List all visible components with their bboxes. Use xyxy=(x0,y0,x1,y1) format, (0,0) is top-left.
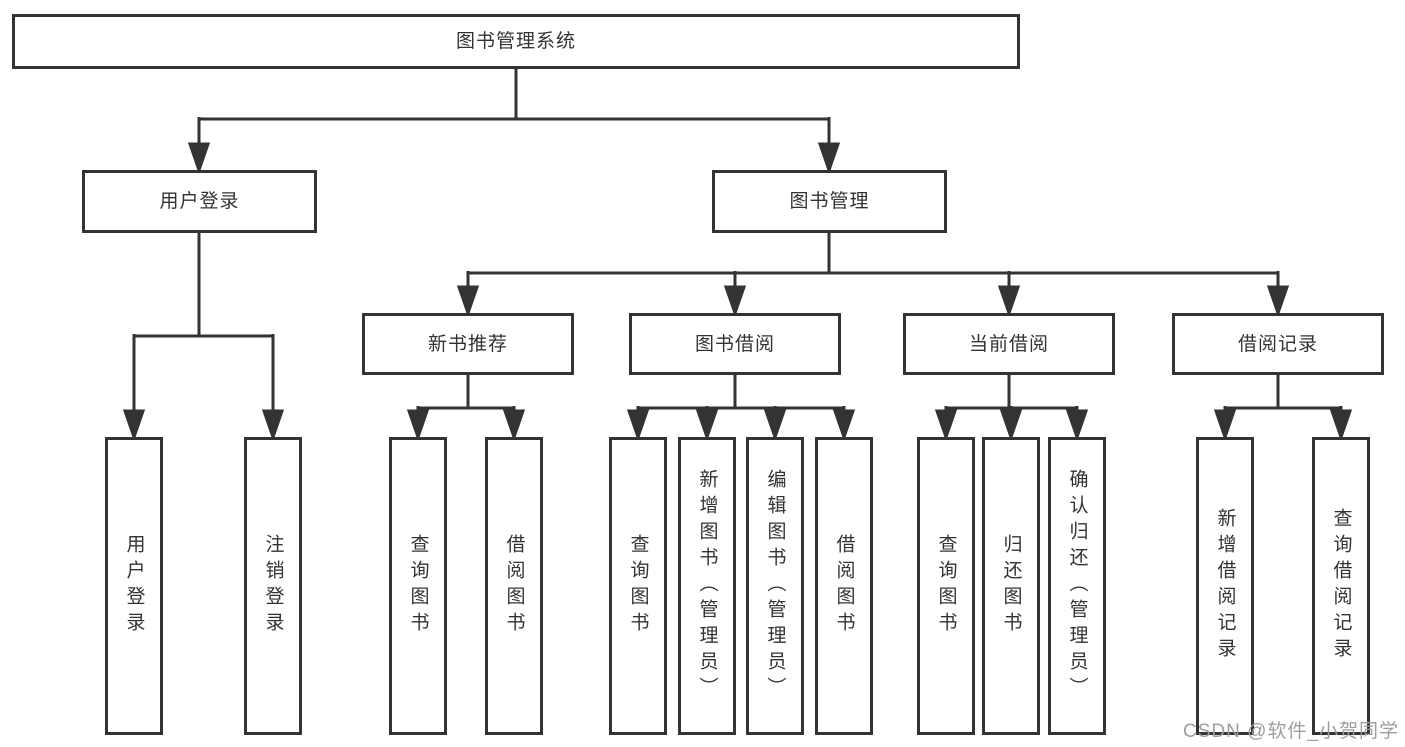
leaf-return-books: 归还图书 xyxy=(982,437,1040,735)
node-label: 借阅图书 xyxy=(503,534,525,638)
leaf-add-books-admin: 新增图书（管理员） xyxy=(678,437,736,735)
node-label: 确认归还（管理员） xyxy=(1066,469,1088,703)
node-label: 图书管理系统 xyxy=(455,31,576,52)
node-borrow-records: 借阅记录 xyxy=(1172,313,1384,375)
node-user-login: 用户登录 xyxy=(82,170,317,233)
node-book-borrow: 图书借阅 xyxy=(629,313,841,375)
node-label: 借阅图书 xyxy=(833,534,855,638)
leaf-query-books: 查询图书 xyxy=(917,437,975,735)
leaf-user-login: 用户登录 xyxy=(105,437,163,735)
node-label: 图书借阅 xyxy=(694,333,775,355)
node-label: 借阅记录 xyxy=(1237,333,1318,355)
leaf-confirm-return-admin: 确认归还（管理员） xyxy=(1048,437,1106,735)
csdn-watermark: CSDN @软件_小贺同学 xyxy=(1183,721,1399,742)
node-label: 查询借阅记录 xyxy=(1330,508,1352,664)
node-label: 用户登录 xyxy=(123,534,145,638)
node-label: 查询图书 xyxy=(407,534,429,638)
node-label: 查询图书 xyxy=(935,534,957,638)
leaf-edit-books-admin: 编辑图书（管理员） xyxy=(746,437,804,735)
leaf-query-books: 查询图书 xyxy=(609,437,667,735)
node-label: 新增借阅记录 xyxy=(1214,508,1236,664)
leaf-add-borrow-record: 新增借阅记录 xyxy=(1196,437,1254,735)
node-label: 新书推荐 xyxy=(427,333,508,355)
leaf-logout: 注销登录 xyxy=(244,437,302,735)
leaf-query-books: 查询图书 xyxy=(389,437,447,735)
node-current-borrow: 当前借阅 xyxy=(903,313,1115,375)
node-label: 图书管理 xyxy=(789,191,870,212)
node-label: 新增图书（管理员） xyxy=(696,469,718,703)
node-label: 归还图书 xyxy=(1000,534,1022,638)
node-label: 用户登录 xyxy=(159,191,240,212)
node-label: 编辑图书（管理员） xyxy=(764,469,786,703)
leaf-borrow-books: 借阅图书 xyxy=(485,437,543,735)
node-book-management: 图书管理 xyxy=(712,170,947,233)
node-new-book-recommend: 新书推荐 xyxy=(362,313,574,375)
leaf-query-borrow-record: 查询借阅记录 xyxy=(1312,437,1370,735)
leaf-borrow-books: 借阅图书 xyxy=(815,437,873,735)
node-label: 当前借阅 xyxy=(968,333,1049,355)
node-label: 注销登录 xyxy=(262,534,284,638)
node-library-management-system: 图书管理系统 xyxy=(12,14,1020,69)
node-label: 查询图书 xyxy=(627,534,649,638)
